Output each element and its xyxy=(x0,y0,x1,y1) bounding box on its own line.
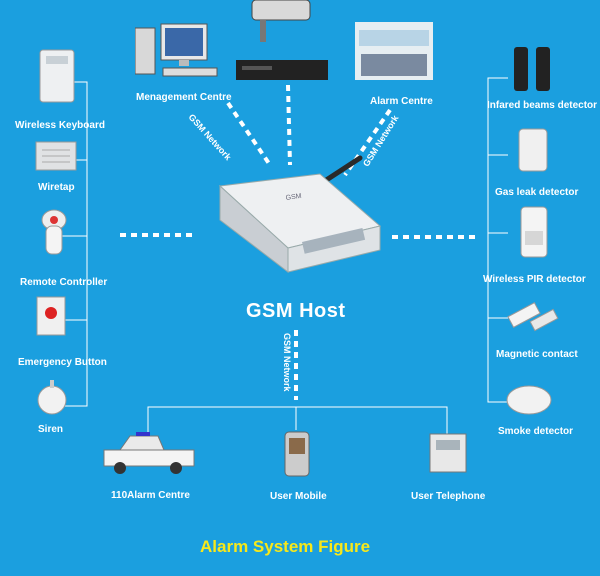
management-centre-label: Menagement Centre xyxy=(136,92,232,103)
mobile-phone-icon xyxy=(284,431,310,477)
gas-detector-icon xyxy=(518,128,548,172)
bottom-label-2: User Telephone xyxy=(411,491,486,502)
left-label-3: Emergency Button xyxy=(18,357,107,368)
alarm-centre-icon xyxy=(355,22,433,80)
right-label-3: Magnetic contact xyxy=(496,349,578,360)
wiretap-icon xyxy=(35,141,77,171)
telephone-icon xyxy=(429,433,467,473)
left-label-1: Wiretap xyxy=(38,182,75,193)
remote-controller-icon xyxy=(41,209,67,255)
smoke-detector-icon xyxy=(506,385,552,415)
left-label-2: Remote Controller xyxy=(20,277,108,288)
left-label-4: Siren xyxy=(38,424,64,435)
right-label-1: Gas leak detector xyxy=(495,187,579,198)
gsm-host-device: GSM xyxy=(218,155,382,274)
siren-icon xyxy=(37,380,67,415)
figure-caption: Alarm System Figure xyxy=(200,537,371,556)
keyboard-icon xyxy=(39,49,75,103)
pir-detector-icon xyxy=(520,206,548,258)
bottom-label-0: 110Alarm Centre xyxy=(111,490,190,501)
alarm-centre-label: Alarm Centre xyxy=(370,96,433,107)
right-label-2: Wireless PIR detector xyxy=(483,274,586,285)
right-label-4: Smoke detector xyxy=(498,426,574,437)
magnetic-contact-icon xyxy=(507,301,559,332)
camera-dvr-icon xyxy=(236,0,328,80)
left-label-0: Wireless Keyboard xyxy=(15,120,105,131)
bottom-label-1: User Mobile xyxy=(270,491,327,502)
emergency-button-icon xyxy=(36,296,66,336)
gsm-host-label: GSM Host xyxy=(246,300,346,322)
infrared-beam-icon xyxy=(514,47,550,91)
host-device-text: GSM xyxy=(285,193,302,202)
right-label-0: Infared beams detector xyxy=(487,100,598,111)
police-car-icon xyxy=(103,432,195,474)
computer-icon xyxy=(135,23,218,77)
network-label-bottom: GSM Network xyxy=(282,333,292,392)
